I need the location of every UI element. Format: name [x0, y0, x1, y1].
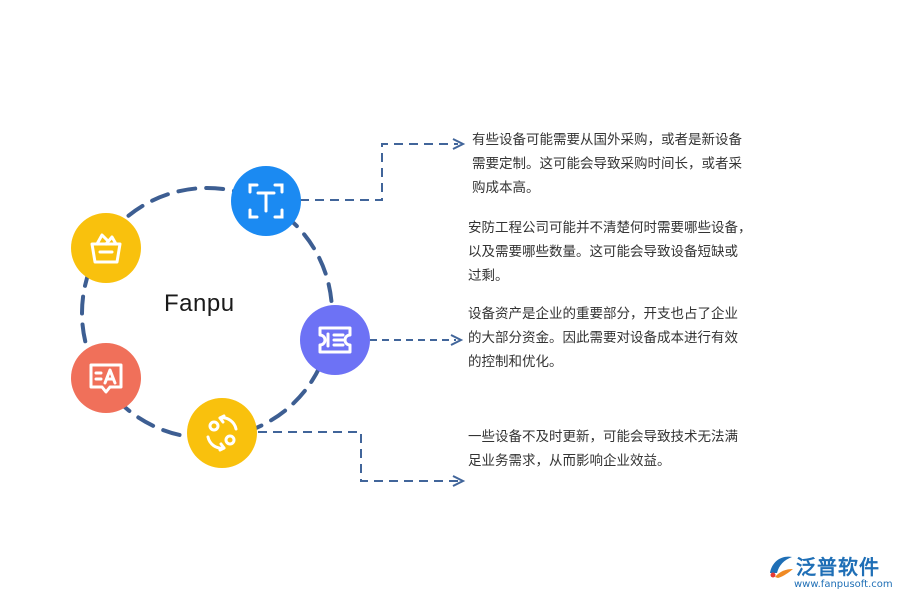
- logo-mark-icon: [770, 556, 793, 578]
- list-card-icon: [315, 320, 355, 360]
- node-basket: [71, 213, 141, 283]
- node-translate-message: [71, 343, 141, 413]
- text-line: 有些设备可能需要从国外采购，或者是新设备: [472, 132, 742, 148]
- center-label: Fanpu: [164, 290, 235, 317]
- logo-name: 泛普软件: [796, 555, 880, 579]
- brand-logo: 泛普软件 www.fanpusoft.com: [766, 551, 896, 596]
- arrow-head-2: [450, 334, 464, 346]
- text-line: 设备资产是企业的重要部分，开支也占了企业: [468, 306, 738, 322]
- cycle-arrows-icon: [202, 413, 242, 453]
- text-block-3: 设备资产是企业的重要部分，开支也占了企业 的大部分资金。因此需要对设备成本进行有…: [468, 302, 738, 374]
- node-text-frame: [231, 166, 301, 236]
- arrow-head-1: [452, 138, 466, 150]
- node-list-card: [300, 305, 370, 375]
- node-cycle-arrows: [187, 398, 257, 468]
- text-line: 安防工程公司可能并不清楚何时需要哪些设备，: [468, 220, 752, 236]
- text-line: 足业务需求，从而影响企业效益。: [468, 453, 671, 469]
- text-line: 过剩。: [468, 268, 509, 284]
- text-line: 需要定制。这可能会导致采购时间长，或者采: [472, 156, 742, 172]
- connector-1: [300, 143, 458, 201]
- text-line: 购成本高。: [472, 180, 540, 196]
- arrow-head-3: [452, 475, 466, 487]
- connector-3: [258, 431, 458, 482]
- text-line: 的大部分资金。因此需要对设备成本进行有效: [468, 330, 738, 346]
- translate-message-icon: [86, 358, 126, 398]
- basket-icon: [86, 228, 126, 268]
- text-line: 的控制和优化。: [468, 354, 563, 370]
- logo-url: www.fanpusoft.com: [794, 579, 893, 590]
- text-block-2: 安防工程公司可能并不清楚何时需要哪些设备， 以及需要哪些数量。这可能会导致设备短…: [468, 216, 752, 288]
- text-block-4: 一些设备不及时更新，可能会导致技术无法满 足业务需求，从而影响企业效益。: [468, 425, 738, 473]
- text-line: 一些设备不及时更新，可能会导致技术无法满: [468, 429, 738, 445]
- text-block-1: 有些设备可能需要从国外采购，或者是新设备 需要定制。这可能会导致采购时间长，或者…: [472, 128, 742, 200]
- text-line: 以及需要哪些数量。这可能会导致设备短缺或: [468, 244, 738, 260]
- text-frame-icon: [246, 181, 286, 221]
